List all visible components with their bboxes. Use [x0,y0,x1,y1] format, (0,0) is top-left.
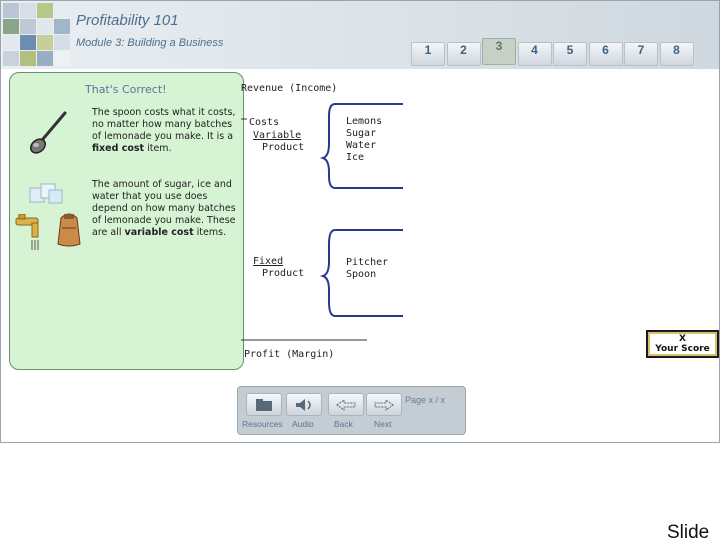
speaker-icon [296,398,311,411]
variable-label: Variable [253,130,302,141]
variable-item-water: Water [346,140,377,151]
resources-button[interactable] [246,393,282,416]
variable-cost-term: variable cost [124,227,194,238]
fixed-product-label: Product [262,268,305,279]
module-subtitle: Module 3: Building a Business [76,37,224,49]
explanation-text: The spoon costs what it costs, no matter… [92,107,236,142]
control-bar: Resources Audio Back Next [237,386,466,435]
variable-product-label: Product [262,142,305,153]
logo-mosaic [3,3,70,66]
cost-diagram-lines [241,103,403,341]
audio-label: Audio [292,419,314,429]
page-tab-6[interactable]: 6 [588,42,623,66]
page-tab-7[interactable]: 7 [624,42,658,66]
sugar-sack-icon [57,213,81,247]
variable-explanation: The amount of sugar, ice and water that … [92,179,237,239]
costs-label: Costs [249,117,280,128]
score-box: X Your Score [646,330,719,358]
back-button[interactable] [328,393,364,416]
page-navigation: 1 2 3 4 5 6 7 8 [411,38,695,66]
next-button[interactable] [366,393,402,416]
next-arrow-icon [374,398,394,411]
course-title: Profitability 101 [76,12,179,29]
spoon-icon [30,111,67,154]
score-value: X [679,334,686,344]
revenue-label: Revenue (Income) [241,83,338,94]
explanation-text-end: item. [144,143,172,154]
page-tab-8[interactable]: 8 [659,42,694,66]
page-tab-2[interactable]: 2 [446,42,481,66]
feedback-heading: That's Correct! [85,83,167,96]
score-label: Your Score [655,344,710,354]
profit-label: Profit (Margin) [244,349,335,360]
variable-text: The amount of sugar, ice and water that … [92,179,236,238]
fixed-cost-term: fixed cost [92,143,145,154]
page-tab-1[interactable]: 1 [411,42,445,66]
folder-icon [256,398,272,411]
variable-text-end: items. [193,227,227,238]
page-tab-3[interactable]: 3 [482,38,516,65]
fixed-item-pitcher: Pitcher [346,257,389,268]
page-indicator-label: Page [405,395,427,405]
audio-button[interactable] [286,393,322,416]
course-window: Profitability 101 Module 3: Building a B… [0,0,720,443]
page-tab-4[interactable]: 4 [517,42,552,66]
back-label: Back [334,419,353,429]
faucet-icon [15,214,39,250]
feedback-panel [9,72,244,370]
resources-label: Resources [242,419,283,429]
page-indicator: Page x / x [405,395,445,405]
page-indicator-value: x / x [428,395,446,405]
back-arrow-icon [336,398,356,411]
fixed-label: Fixed [253,256,284,267]
variable-item-sugar: Sugar [346,128,377,139]
variable-item-lemons: Lemons [346,116,383,127]
course-header: Profitability 101 Module 3: Building a B… [1,1,719,69]
variable-item-ice: Ice [346,152,365,163]
fixed-item-spoon: Spoon [346,269,377,280]
next-label: Next [374,419,392,429]
slide-caption: Slide [667,522,710,543]
page-tab-5[interactable]: 5 [553,42,587,66]
ice-cubes-icon [29,183,63,204]
spoon-explanation: The spoon costs what it costs, no matter… [92,107,237,155]
